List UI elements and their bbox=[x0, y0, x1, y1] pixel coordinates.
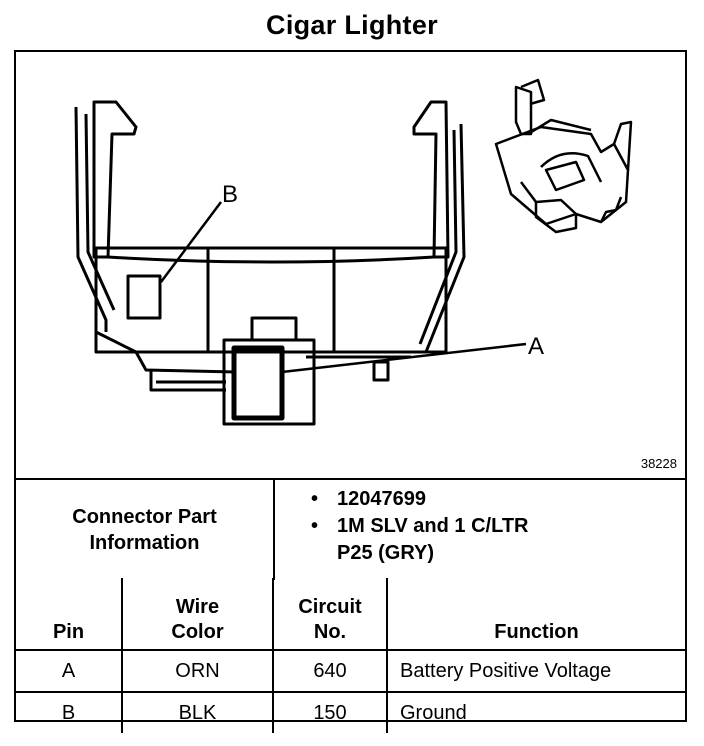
connector-info-label-line1: Connector Part bbox=[72, 506, 217, 528]
cell-pin: A bbox=[16, 649, 123, 693]
figure-id: 38228 bbox=[640, 456, 677, 471]
header-function: Function bbox=[386, 578, 685, 651]
left-outer-wall-inner bbox=[84, 113, 116, 311]
diagram-frame: B A 38228 Connector Part Information • 12… bbox=[14, 50, 687, 733]
connector-info-item: • 12047699 bbox=[275, 486, 675, 513]
wire-exit bbox=[149, 370, 226, 392]
connector-info-label: Connector Part Information bbox=[16, 480, 275, 580]
connector-drawing: B A bbox=[74, 78, 633, 426]
callout-line-b bbox=[160, 201, 222, 283]
cell-wire-color: BLK bbox=[121, 691, 274, 733]
cell-wire-color: ORN bbox=[121, 649, 274, 693]
part-number: 12047699 bbox=[337, 488, 426, 510]
connector-info-item: • 1M SLV and 1 C/LTR bbox=[275, 513, 675, 540]
right-tab bbox=[372, 360, 390, 382]
left-clip-arm bbox=[92, 100, 138, 259]
terminal-a-inner bbox=[231, 345, 285, 421]
latch-tab bbox=[250, 316, 298, 342]
right-clip-arm bbox=[412, 100, 450, 259]
terminal-b-window bbox=[126, 274, 162, 320]
cell-function: Ground bbox=[386, 691, 685, 733]
callout-b-label: B bbox=[222, 181, 238, 208]
cell-pin: B bbox=[16, 691, 123, 733]
table-row: B BLK 150 Ground bbox=[16, 691, 685, 733]
connector-description-line2: P25 (GRY) bbox=[337, 542, 435, 564]
connector-body bbox=[94, 246, 448, 354]
body-skirt bbox=[95, 330, 237, 374]
cell-function: Battery Positive Voltage bbox=[386, 649, 685, 693]
connector-iso-view bbox=[494, 78, 633, 234]
cell-circuit: 640 bbox=[272, 649, 388, 693]
header-pin: Pin bbox=[16, 578, 123, 651]
right-outer-wall-inner bbox=[418, 129, 458, 345]
cavity-floor bbox=[107, 255, 435, 264]
table-row: A ORN 640 Battery Positive Voltage bbox=[16, 649, 685, 693]
connector-info-label-line2: Information bbox=[89, 532, 200, 554]
callout-a-label: A bbox=[528, 333, 544, 360]
bullet-icon: • bbox=[311, 515, 319, 537]
callout-line-a bbox=[281, 342, 527, 374]
right-outer-wall bbox=[424, 123, 466, 353]
page-title: Cigar Lighter bbox=[266, 10, 438, 40]
cell-circuit: 150 bbox=[272, 691, 388, 733]
connector-info-list: • 12047699 • 1M SLV and 1 C/LTR P25 (GRY) bbox=[275, 486, 675, 567]
left-outer-wall bbox=[74, 106, 108, 332]
connector-description-line1: 1M SLV and 1 C/LTR bbox=[337, 515, 529, 537]
bullet-icon: • bbox=[311, 488, 319, 510]
connector-info-row: Connector Part Information • 12047699 • 1M… bbox=[16, 478, 685, 580]
